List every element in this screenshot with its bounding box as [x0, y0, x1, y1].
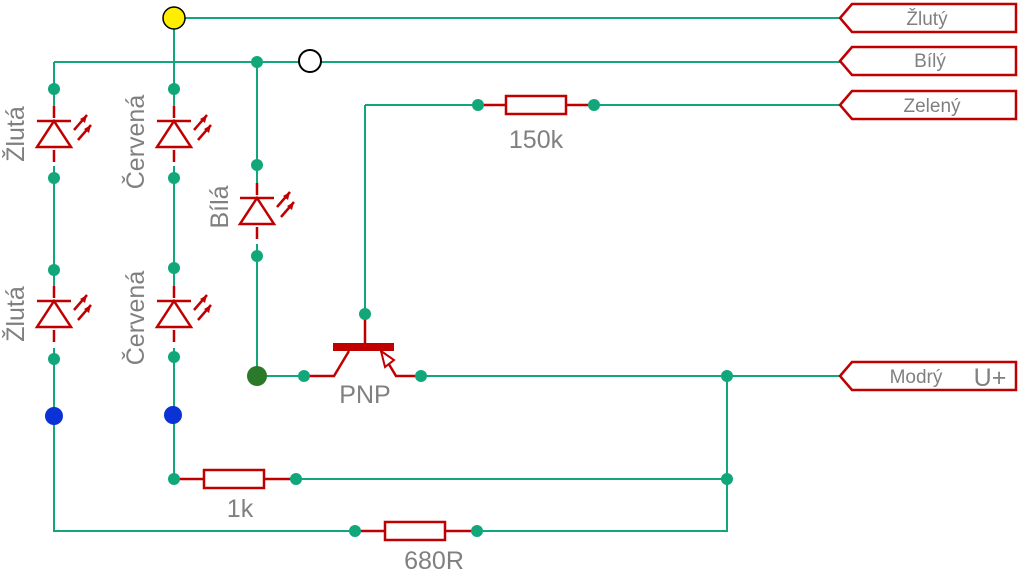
led-white — [237, 183, 295, 239]
wires — [53, 17, 840, 532]
connector-blue-voltage: U+ — [974, 364, 1007, 392]
connector-blue-label: Modrý — [890, 367, 943, 388]
connector-blue: Modrý U+ — [838, 360, 1018, 392]
connector-green: Zelený — [838, 89, 1018, 121]
connector-white: Bílý — [838, 45, 1018, 77]
wire-yellow-string — [53, 62, 728, 532]
label-led-yellow-top: Žlutá — [1, 106, 30, 162]
label-led-yellow-bottom: Žlutá — [1, 286, 30, 342]
node-white — [298, 49, 322, 73]
led-yellow-top — [34, 106, 92, 162]
junction-dots — [48, 56, 733, 537]
node-yellow — [162, 6, 186, 30]
label-resistor-1k: 1k — [227, 495, 254, 523]
node-green — [247, 366, 267, 386]
node-blue-left — [45, 407, 63, 425]
node-blue-right — [164, 406, 182, 424]
led-red-bottom — [154, 286, 212, 342]
label-transistor: PNP — [339, 381, 390, 409]
led-yellow-bottom — [34, 286, 92, 342]
connector-yellow-label: Žlutý — [906, 8, 948, 30]
connector-green-label: Zelený — [903, 96, 961, 117]
label-led-red-bottom: Červená — [121, 271, 150, 366]
connector-yellow: Žlutý — [838, 2, 1018, 34]
label-led-white: Bílá — [206, 185, 234, 228]
connector-white-label: Bílý — [914, 51, 946, 72]
label-resistor-680r: 680R — [404, 547, 464, 572]
led-red-top — [154, 106, 212, 162]
label-resistor-150k: 150k — [509, 126, 564, 154]
label-led-red-top: Červená — [121, 95, 150, 190]
